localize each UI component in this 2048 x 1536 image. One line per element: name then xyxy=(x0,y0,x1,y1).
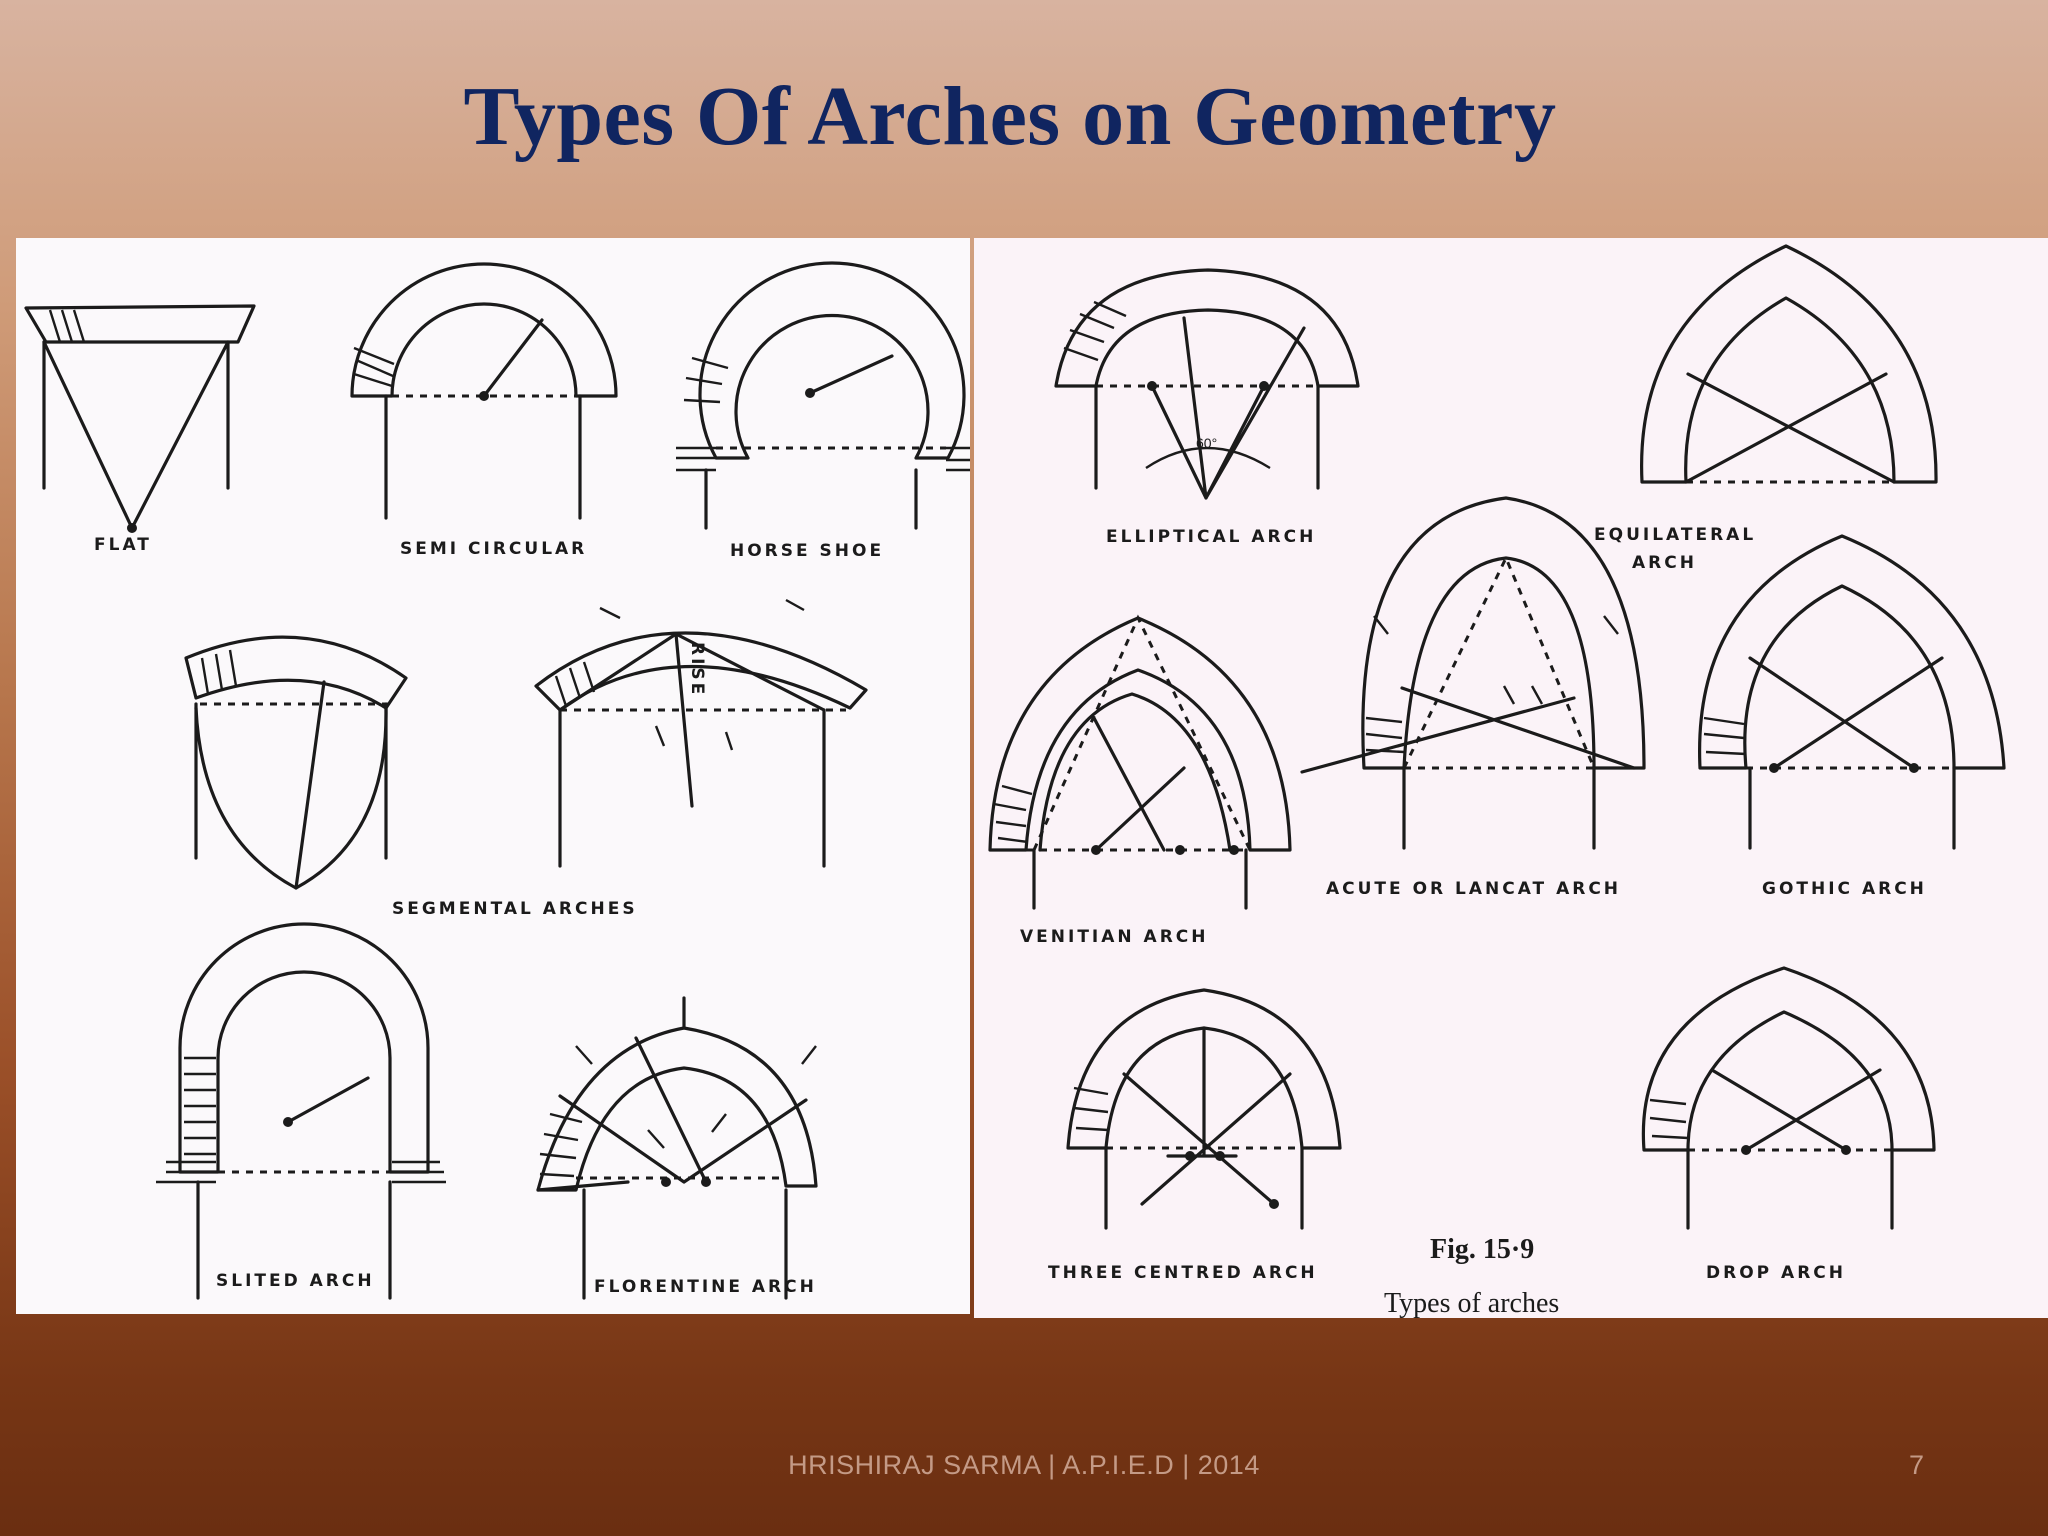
label-rise: RISE xyxy=(687,642,707,697)
label-segmental: SEGMENTAL ARCHES xyxy=(392,899,638,919)
segmental-arch-drawing-2 xyxy=(534,598,868,868)
right-arch-figure: 60° ELLIPTICAL ARCH EQUILATERAL ARCH VEN… xyxy=(974,238,2048,1318)
drop-arch-drawing xyxy=(1641,966,1936,1230)
horseshoe-arch-drawing xyxy=(676,261,970,530)
label-venetian: VENITIAN ARCH xyxy=(1020,927,1209,947)
three-centred-arch-drawing xyxy=(1066,988,1342,1230)
segmental-arch-drawing-1 xyxy=(184,635,408,890)
figure-caption: Types of arches xyxy=(1384,1288,1559,1318)
equilateral-arch-drawing xyxy=(1640,244,1938,484)
label-flat: FLAT xyxy=(94,535,152,555)
label-drop: DROP ARCH xyxy=(1706,1263,1846,1283)
label-semicircular: SEMI CIRCULAR xyxy=(400,539,587,559)
slide-footer: HRISHIRAJ SARMA | A.P.I.E.D | 2014 xyxy=(788,1450,1260,1480)
left-arch-figure: FLAT SEMI CIRCULAR HORSE SHOE xyxy=(16,238,970,1314)
gothic-arch-drawing xyxy=(1697,534,2006,850)
label-stilted: SLITED ARCH xyxy=(216,1271,375,1291)
label-acute: ACUTE OR LANCAT ARCH xyxy=(1326,879,1621,899)
label-equilateral-1: EQUILATERAL xyxy=(1594,525,1756,545)
florentine-arch-drawing xyxy=(536,996,818,1300)
label-horseshoe: HORSE SHOE xyxy=(730,541,884,561)
label-florentine: FLORENTINE ARCH xyxy=(594,1277,817,1297)
label-gothic: GOTHIC ARCH xyxy=(1762,879,1927,899)
semicircular-arch-drawing xyxy=(350,262,618,520)
label-angle: 60° xyxy=(1196,435,1217,451)
acute-lancet-arch-drawing xyxy=(1300,496,1646,850)
figure-number: Fig. 15·9 xyxy=(1430,1234,1534,1265)
label-three-centred: THREE CENTRED ARCH xyxy=(1048,1263,1318,1283)
page-number: 7 xyxy=(1908,1450,1924,1480)
slide-title: Types Of Arches on Geometry xyxy=(463,70,1557,163)
label-equilateral-2: ARCH xyxy=(1632,553,1697,573)
stilted-arch-drawing xyxy=(156,922,446,1300)
venetian-arch-drawing xyxy=(988,614,1292,910)
right-arch-drawings: 60° ELLIPTICAL ARCH EQUILATERAL ARCH VEN… xyxy=(988,244,2006,1318)
elliptical-arch-drawing xyxy=(1054,268,1360,500)
label-elliptical: ELLIPTICAL ARCH xyxy=(1106,527,1316,547)
flat-arch-drawing xyxy=(24,304,256,533)
left-arch-drawings: FLAT SEMI CIRCULAR HORSE SHOE xyxy=(24,261,970,1300)
